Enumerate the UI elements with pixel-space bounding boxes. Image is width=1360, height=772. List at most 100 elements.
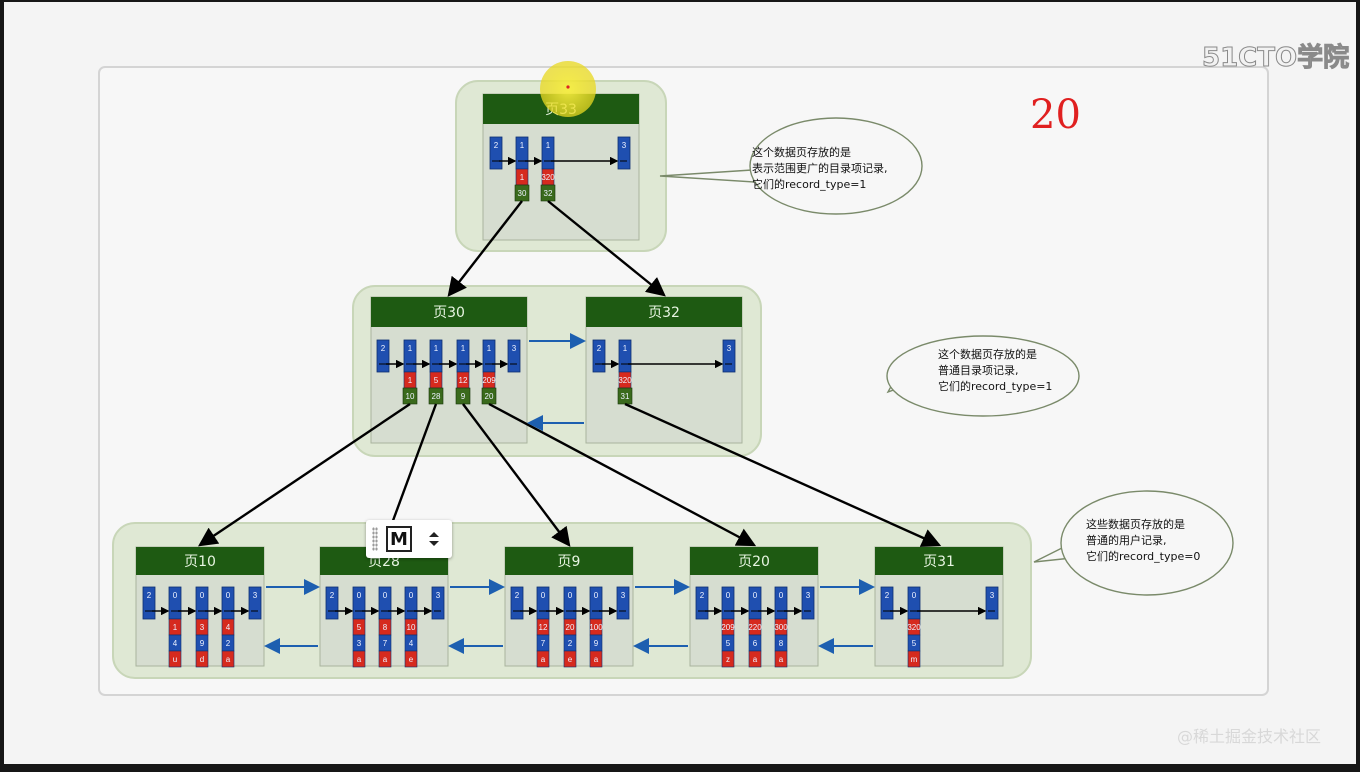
record-field-cell [168, 650, 182, 668]
record-field-value: 320 [618, 376, 632, 385]
n-owned-label: 0 [594, 591, 599, 600]
page-title: 页9 [558, 554, 581, 570]
caret-up-icon [429, 532, 439, 537]
record-field-value: m [911, 655, 918, 664]
infimum-record: 2 [880, 586, 894, 620]
page-title: 页32 [648, 305, 680, 321]
page-title: 页10 [184, 554, 216, 570]
record-field-cell [589, 650, 603, 668]
n-owned-label: 3 [990, 591, 995, 600]
record-field-value: 9 [200, 639, 205, 648]
floating-toolbar[interactable]: M [366, 520, 452, 558]
n-owned-label: 2 [885, 591, 890, 600]
record-field-cell [195, 650, 209, 668]
supremum-record: 3 [616, 586, 630, 620]
record-field-cell [536, 650, 550, 668]
child-pointer-arrow [624, 402, 942, 547]
callout-ellipse [1060, 490, 1234, 596]
record-field-value: a [226, 655, 231, 664]
n-owned-label: 2 [700, 591, 705, 600]
child-pointer-arrow [447, 200, 523, 297]
record-field-value: u [173, 655, 177, 664]
record-field-value: 4 [409, 639, 414, 648]
n-owned-label: 3 [806, 591, 811, 600]
n-owned-label: 3 [436, 591, 441, 600]
n-owned-label: 0 [779, 591, 784, 600]
record-field-value: 220 [748, 623, 762, 632]
callout-line: 这些数据页存放的是 [1086, 517, 1185, 531]
record-field-cell [352, 650, 366, 668]
n-owned-label: 0 [912, 591, 917, 600]
callout-line: 它们的record_type=1 [752, 177, 866, 191]
page-title: 页30 [433, 305, 465, 321]
n-owned-label: 2 [515, 591, 520, 600]
record-field-value: a [753, 655, 758, 664]
child-page-number: 31 [621, 392, 630, 401]
n-owned-label: 1 [546, 141, 551, 150]
record-field-value: 100 [589, 623, 603, 632]
callout-line: 普通的用户记录, [1086, 533, 1167, 547]
n-owned-label: 0 [726, 591, 731, 600]
record-field-value: 300 [774, 623, 788, 632]
n-owned-label: 1 [408, 344, 413, 353]
child-page-number: 10 [406, 392, 415, 401]
n-owned-label: 1 [520, 141, 525, 150]
n-owned-label: 2 [147, 591, 152, 600]
n-owned-label: 2 [381, 344, 386, 353]
infimum-record: 2 [376, 339, 390, 373]
supremum-record: 3 [431, 586, 445, 620]
child-pointer-arrow [547, 200, 666, 297]
n-owned-label: 0 [226, 591, 231, 600]
dropdown-toggle[interactable] [428, 528, 440, 550]
infimum-record: 2 [142, 586, 156, 620]
record-field-value: 209 [721, 623, 735, 632]
record-field-value: a [357, 655, 362, 664]
infimum-record: 2 [325, 586, 339, 620]
record-field-value: a [541, 655, 546, 664]
record-field-value: 20 [566, 623, 575, 632]
n-owned-label: 2 [494, 141, 499, 150]
infimum-record: 2 [489, 136, 503, 170]
record-field-cell [221, 650, 235, 668]
page-header [690, 547, 818, 575]
record-field-value: e [568, 655, 573, 664]
child-page-number: 9 [461, 392, 466, 401]
drag-handle-icon[interactable] [372, 527, 378, 551]
child-pointer-arrow [462, 403, 571, 547]
logo-51cto: 51CTO学院 [1202, 42, 1349, 73]
record-field-value: 5 [357, 623, 362, 632]
callout-ellipse [749, 117, 923, 215]
callout-line: 这个数据页存放的是 [938, 347, 1037, 361]
record-field-value: 3 [357, 639, 362, 648]
record-field-value: d [200, 655, 204, 664]
record-field-value: e [409, 655, 414, 664]
child-pointer-arrow [198, 403, 411, 547]
cursor-highlight [540, 61, 596, 117]
supremum-record: 3 [248, 586, 262, 620]
m-button[interactable]: M [386, 526, 412, 552]
callout-line: 这个数据页存放的是 [752, 145, 851, 159]
cursor-dot-icon [566, 85, 570, 89]
record-field-value: 2 [568, 639, 573, 648]
record-field-value: 1 [173, 623, 178, 632]
record-field-value: 320 [907, 623, 921, 632]
n-owned-label: 0 [357, 591, 362, 600]
record-field-value: 9 [594, 639, 599, 648]
